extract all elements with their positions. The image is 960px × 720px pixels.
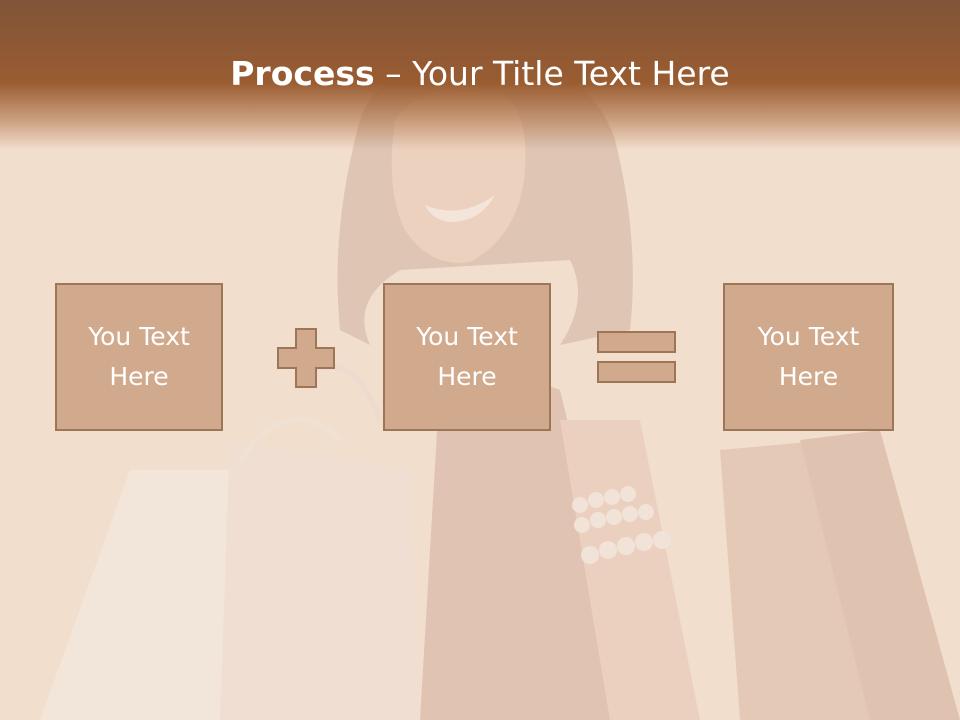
- process-box-2-text: You Text Here: [416, 322, 518, 391]
- equals-icon: [597, 331, 676, 383]
- process-box-2: You Text Here: [383, 283, 551, 431]
- plus-icon: [277, 328, 335, 388]
- title-rest: – Your Title Text Here: [374, 54, 730, 93]
- title-bar: [0, 0, 960, 150]
- process-box-1-text: You Text Here: [88, 322, 190, 391]
- slide-title: Process – Your Title Text Here: [0, 52, 960, 96]
- process-box-3-text: You Text Here: [757, 322, 860, 391]
- process-box-3: You Text Here: [723, 283, 894, 431]
- process-box-1: You Text Here: [55, 283, 223, 431]
- title-strong: Process: [230, 54, 375, 93]
